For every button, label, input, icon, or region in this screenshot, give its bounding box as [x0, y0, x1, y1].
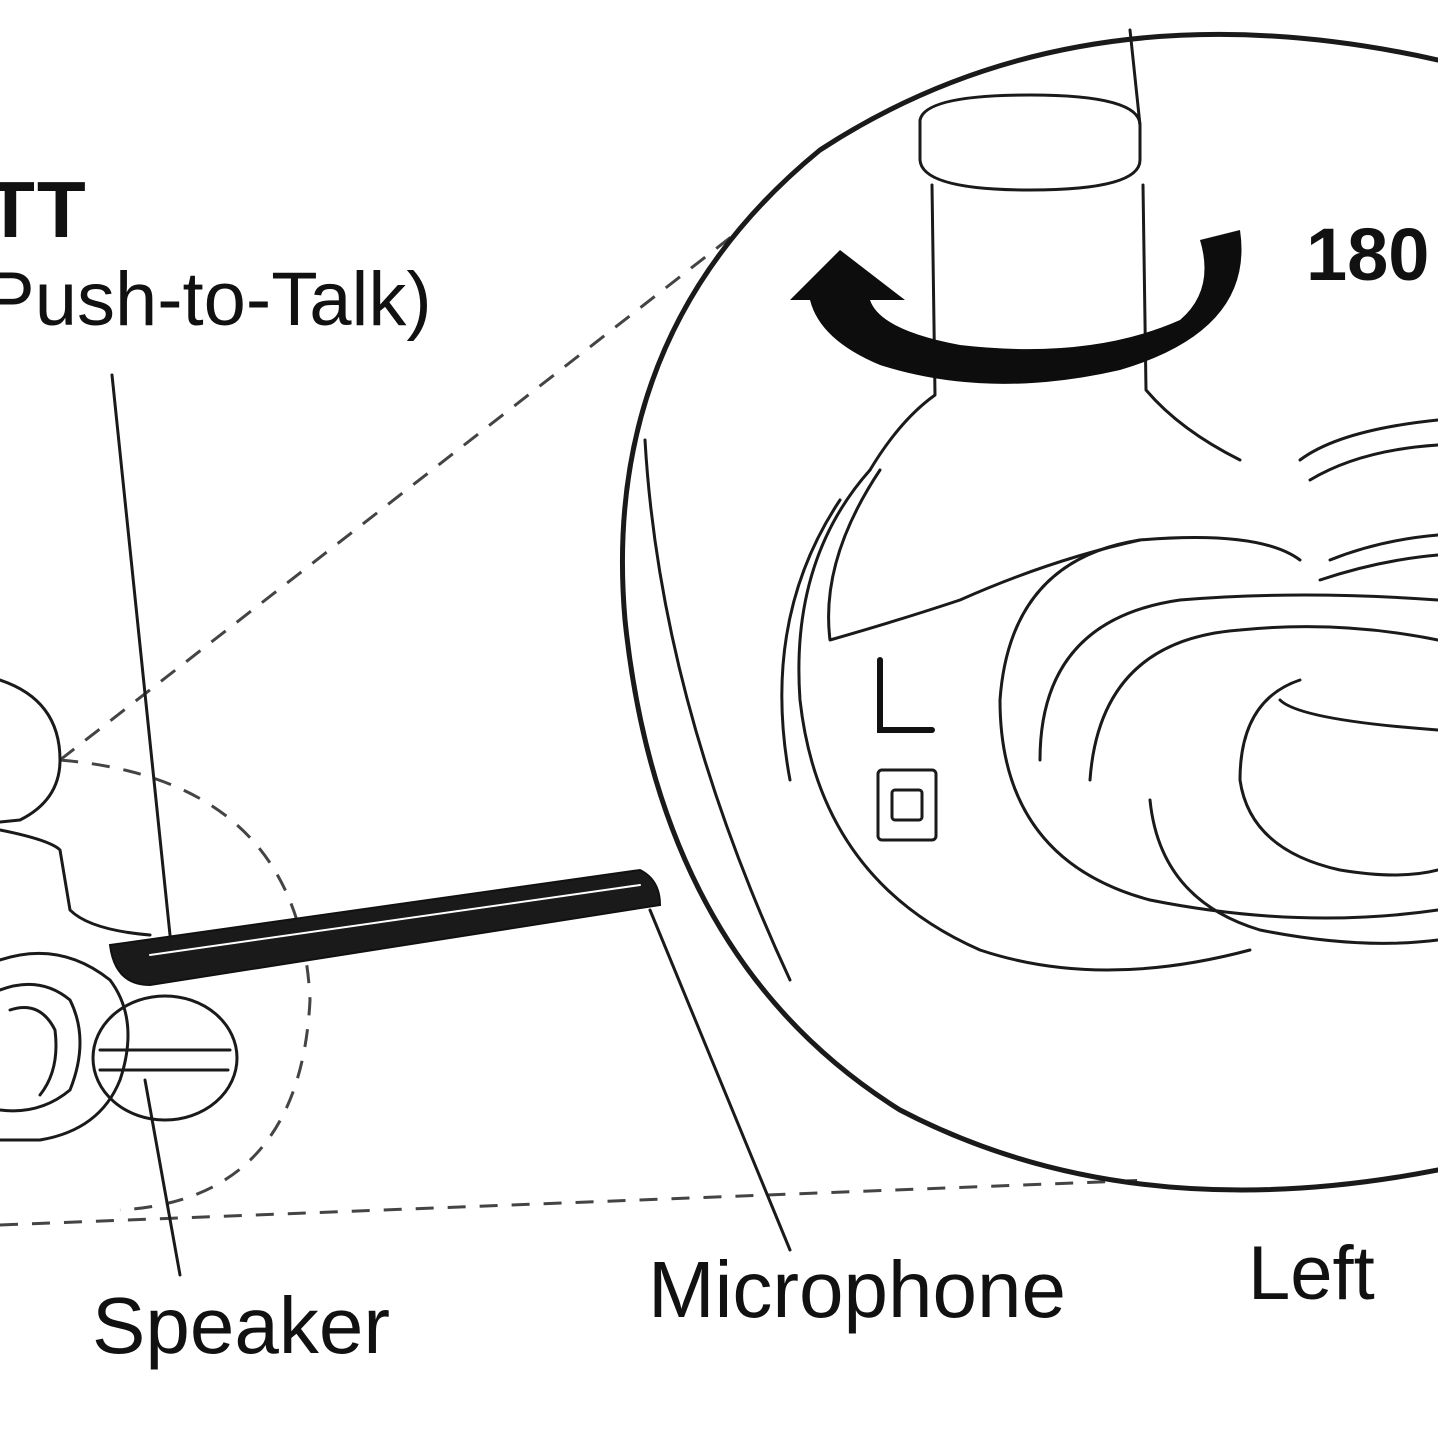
speaker-label: Speaker	[92, 1281, 390, 1370]
speaker-leader	[143, 1078, 182, 1277]
grille-side	[1318, 533, 1438, 582]
ptt-label-line1: TT	[0, 165, 88, 254]
rotation-label: 180	[1306, 213, 1430, 296]
rotation-arrow-icon	[790, 230, 1242, 384]
microphone-leader	[648, 908, 792, 1252]
earpiece-cup-1	[998, 536, 1302, 702]
grille-top	[1298, 418, 1438, 482]
post-shaft	[1128, 28, 1142, 127]
speaker-ring-2	[8, 1006, 58, 1097]
ear-tip-outer	[1238, 678, 1438, 877]
zoom-guide-circle	[59, 758, 312, 1212]
speaker-slot	[98, 1048, 232, 1072]
headset-top	[0, 678, 62, 824]
ear-tip-inner	[1278, 698, 1438, 732]
ptt-leader	[110, 373, 172, 937]
post-stem	[868, 183, 1242, 472]
magnifier-circle	[620, 31, 1438, 1193]
microphone-boom	[108, 868, 662, 987]
earpiece-cup-2	[1038, 593, 1438, 762]
speaker-ring-1	[0, 982, 82, 1113]
headset-strap	[0, 828, 152, 937]
speaker-earpiece-outer	[0, 951, 130, 1142]
speaker-cap	[91, 994, 239, 1122]
earpiece-inner2	[827, 468, 1142, 642]
earpiece-cup-4	[998, 698, 1438, 920]
boom-highlight	[149, 884, 641, 956]
earpiece-marking-box	[876, 768, 938, 842]
zoom-guide-upper	[59, 228, 741, 762]
magnifier-rim	[643, 438, 792, 982]
microphone-label: Microphone	[648, 1245, 1067, 1334]
ptt-label-line2: Push-to-Talk)	[0, 257, 432, 342]
earpiece-body	[797, 468, 1252, 972]
earpiece-cup-3	[1088, 625, 1438, 782]
earpiece-inner	[780, 498, 842, 782]
earpiece-cup-5	[1148, 798, 1438, 945]
left-label: Left	[1248, 1231, 1375, 1316]
earpiece-marking-l	[877, 657, 935, 733]
rotation-post	[918, 93, 1142, 192]
